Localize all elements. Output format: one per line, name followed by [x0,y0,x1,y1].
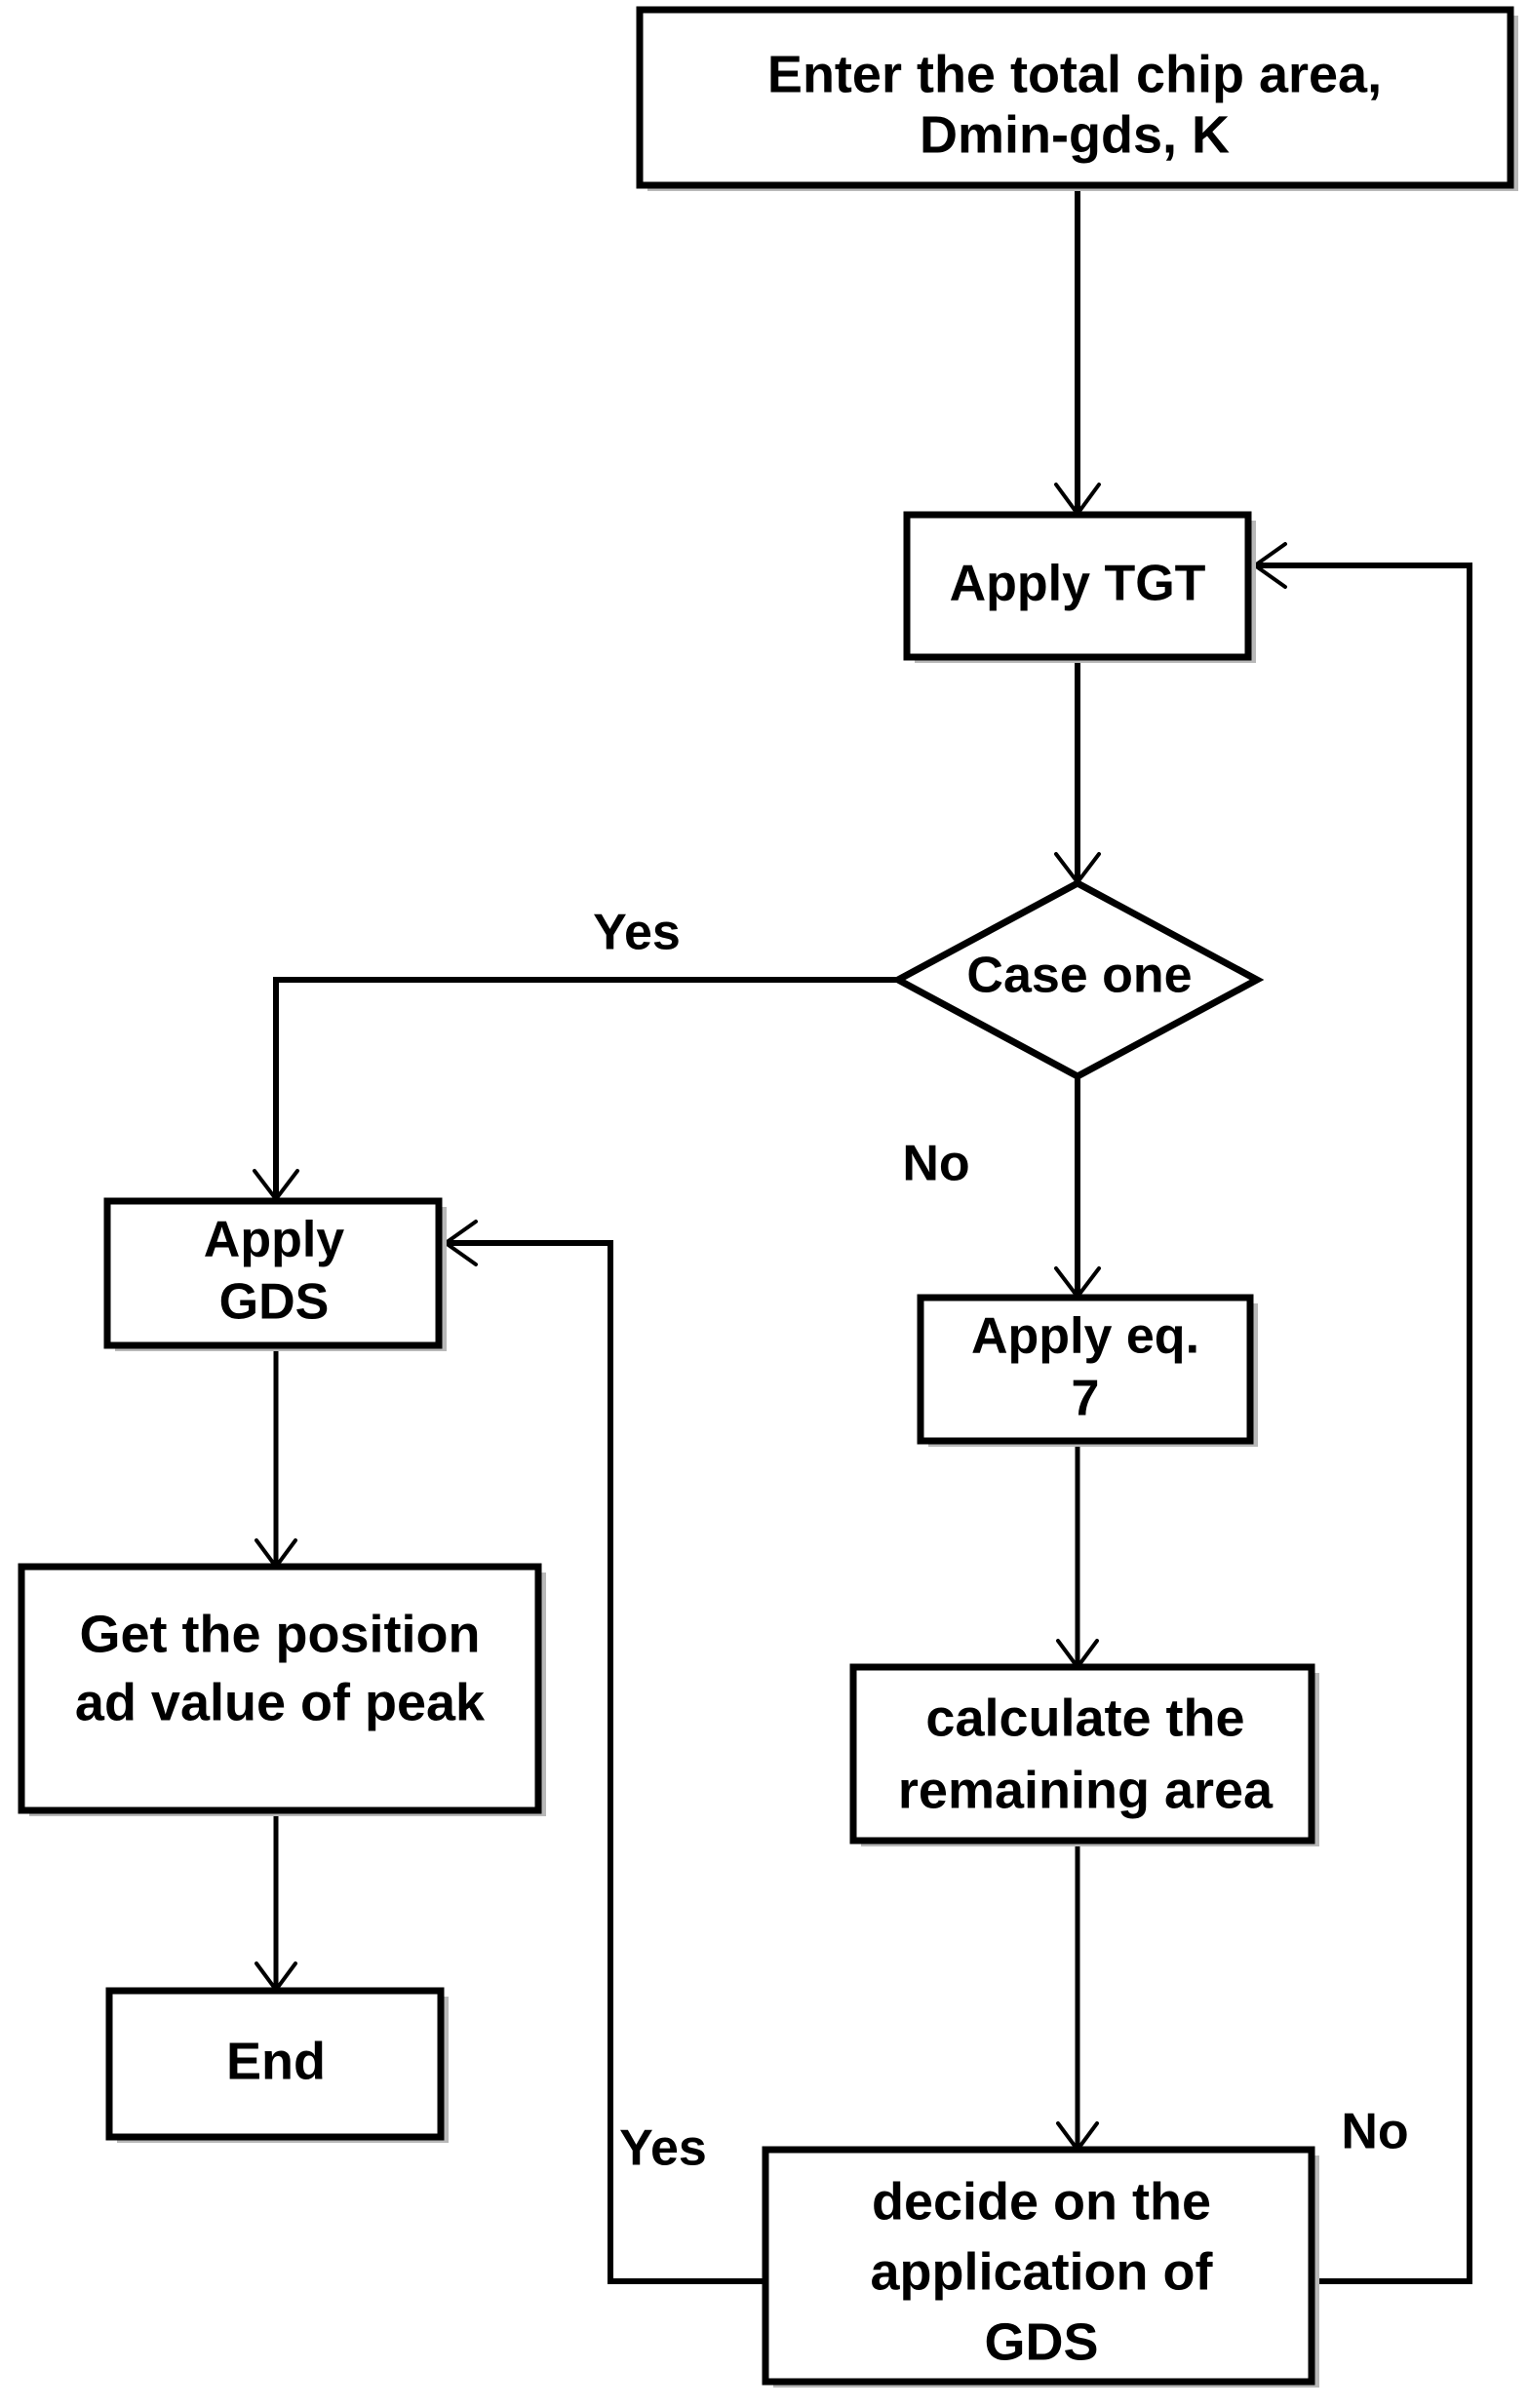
node-apply-gds-line2: GDS [219,1274,330,1331]
edge-calc-to-decide [1056,1841,1099,2154]
node-get-peak-line2: ad value of peak [75,1673,486,1731]
node-calc-remaining-line1: calculate the [925,1689,1244,1747]
edge-apply-tgt-to-case-one [1054,658,1101,886]
edge-label-case-one-no: No [902,1136,969,1192]
node-start-line1: Enter the total chip area, [767,45,1382,103]
edge-label-decide-yes: Yes [619,2120,707,2177]
node-decide-gds[interactable]: decide on the application of GDS [762,2146,1319,2388]
edge-decide-no [1251,542,1472,2284]
node-apply-gds[interactable]: Apply GDS [103,1197,447,1351]
node-apply-tgt-label: Apply TGT [950,556,1206,612]
node-get-peak-line1: Get the position [80,1605,481,1663]
node-start-line2: Dmin-gds, K [920,105,1230,164]
node-end-label: End [226,2032,326,2090]
node-calc-remaining-line2: remaining area [898,1761,1274,1819]
edge-apply-eq7-to-calc [1056,1441,1099,1671]
edge-get-peak-to-end [255,1811,297,1994]
node-case-one-label: Case one [966,948,1192,1004]
edge-start-to-apply-tgt [1054,185,1101,518]
node-apply-tgt[interactable]: Apply TGT [903,511,1256,663]
edge-label-case-one-yes: Yes [593,905,681,961]
edge-case-one-no [1054,1077,1101,1301]
edge-case-one-yes [253,977,897,1203]
node-get-peak[interactable]: Get the position ad value of peak [18,1563,546,1816]
node-decide-gds-line1: decide on the [872,2172,1211,2231]
node-apply-gds-line1: Apply [204,1212,345,1268]
edge-apply-gds-to-get-peak [255,1345,297,1571]
node-decide-gds-line3: GDS [984,2312,1098,2371]
node-apply-eq7[interactable]: Apply eq. 7 [917,1294,1258,1447]
node-start[interactable]: Enter the total chip area, Dmin-gds, K [636,6,1518,191]
node-apply-eq7-line2: 7 [1072,1371,1100,1427]
node-end[interactable]: End [105,1987,449,2143]
node-case-one[interactable]: Case one [890,879,1265,1080]
node-decide-gds-line2: application of [871,2242,1214,2301]
edge-label-decide-no: No [1341,2104,1408,2160]
node-apply-eq7-line1: Apply eq. [971,1308,1199,1365]
node-calc-remaining[interactable]: calculate the remaining area [849,1663,1319,1846]
